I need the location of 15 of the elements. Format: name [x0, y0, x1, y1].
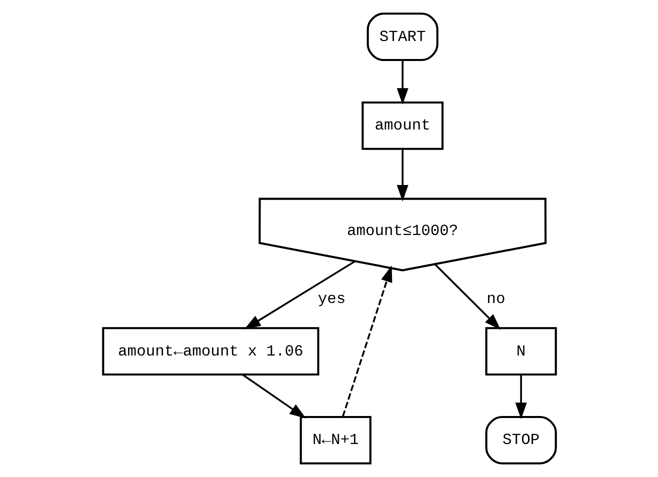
arrow [514, 374, 526, 420]
node-box: START [366, 12, 438, 62]
node-box: amount [361, 101, 444, 150]
edge-label: no [486, 290, 505, 308]
node-box: N [484, 327, 556, 376]
arrow [341, 265, 392, 417]
arrow [244, 260, 355, 330]
node-box: N←N+1 [299, 416, 371, 464]
arrow [396, 60, 408, 105]
node-box: amount←amount x 1.06 [102, 327, 319, 376]
arrow [434, 264, 500, 330]
arrow [242, 374, 306, 418]
arrow [396, 149, 408, 202]
edge-label: yes [317, 290, 346, 308]
node-box: STOP [484, 416, 556, 464]
